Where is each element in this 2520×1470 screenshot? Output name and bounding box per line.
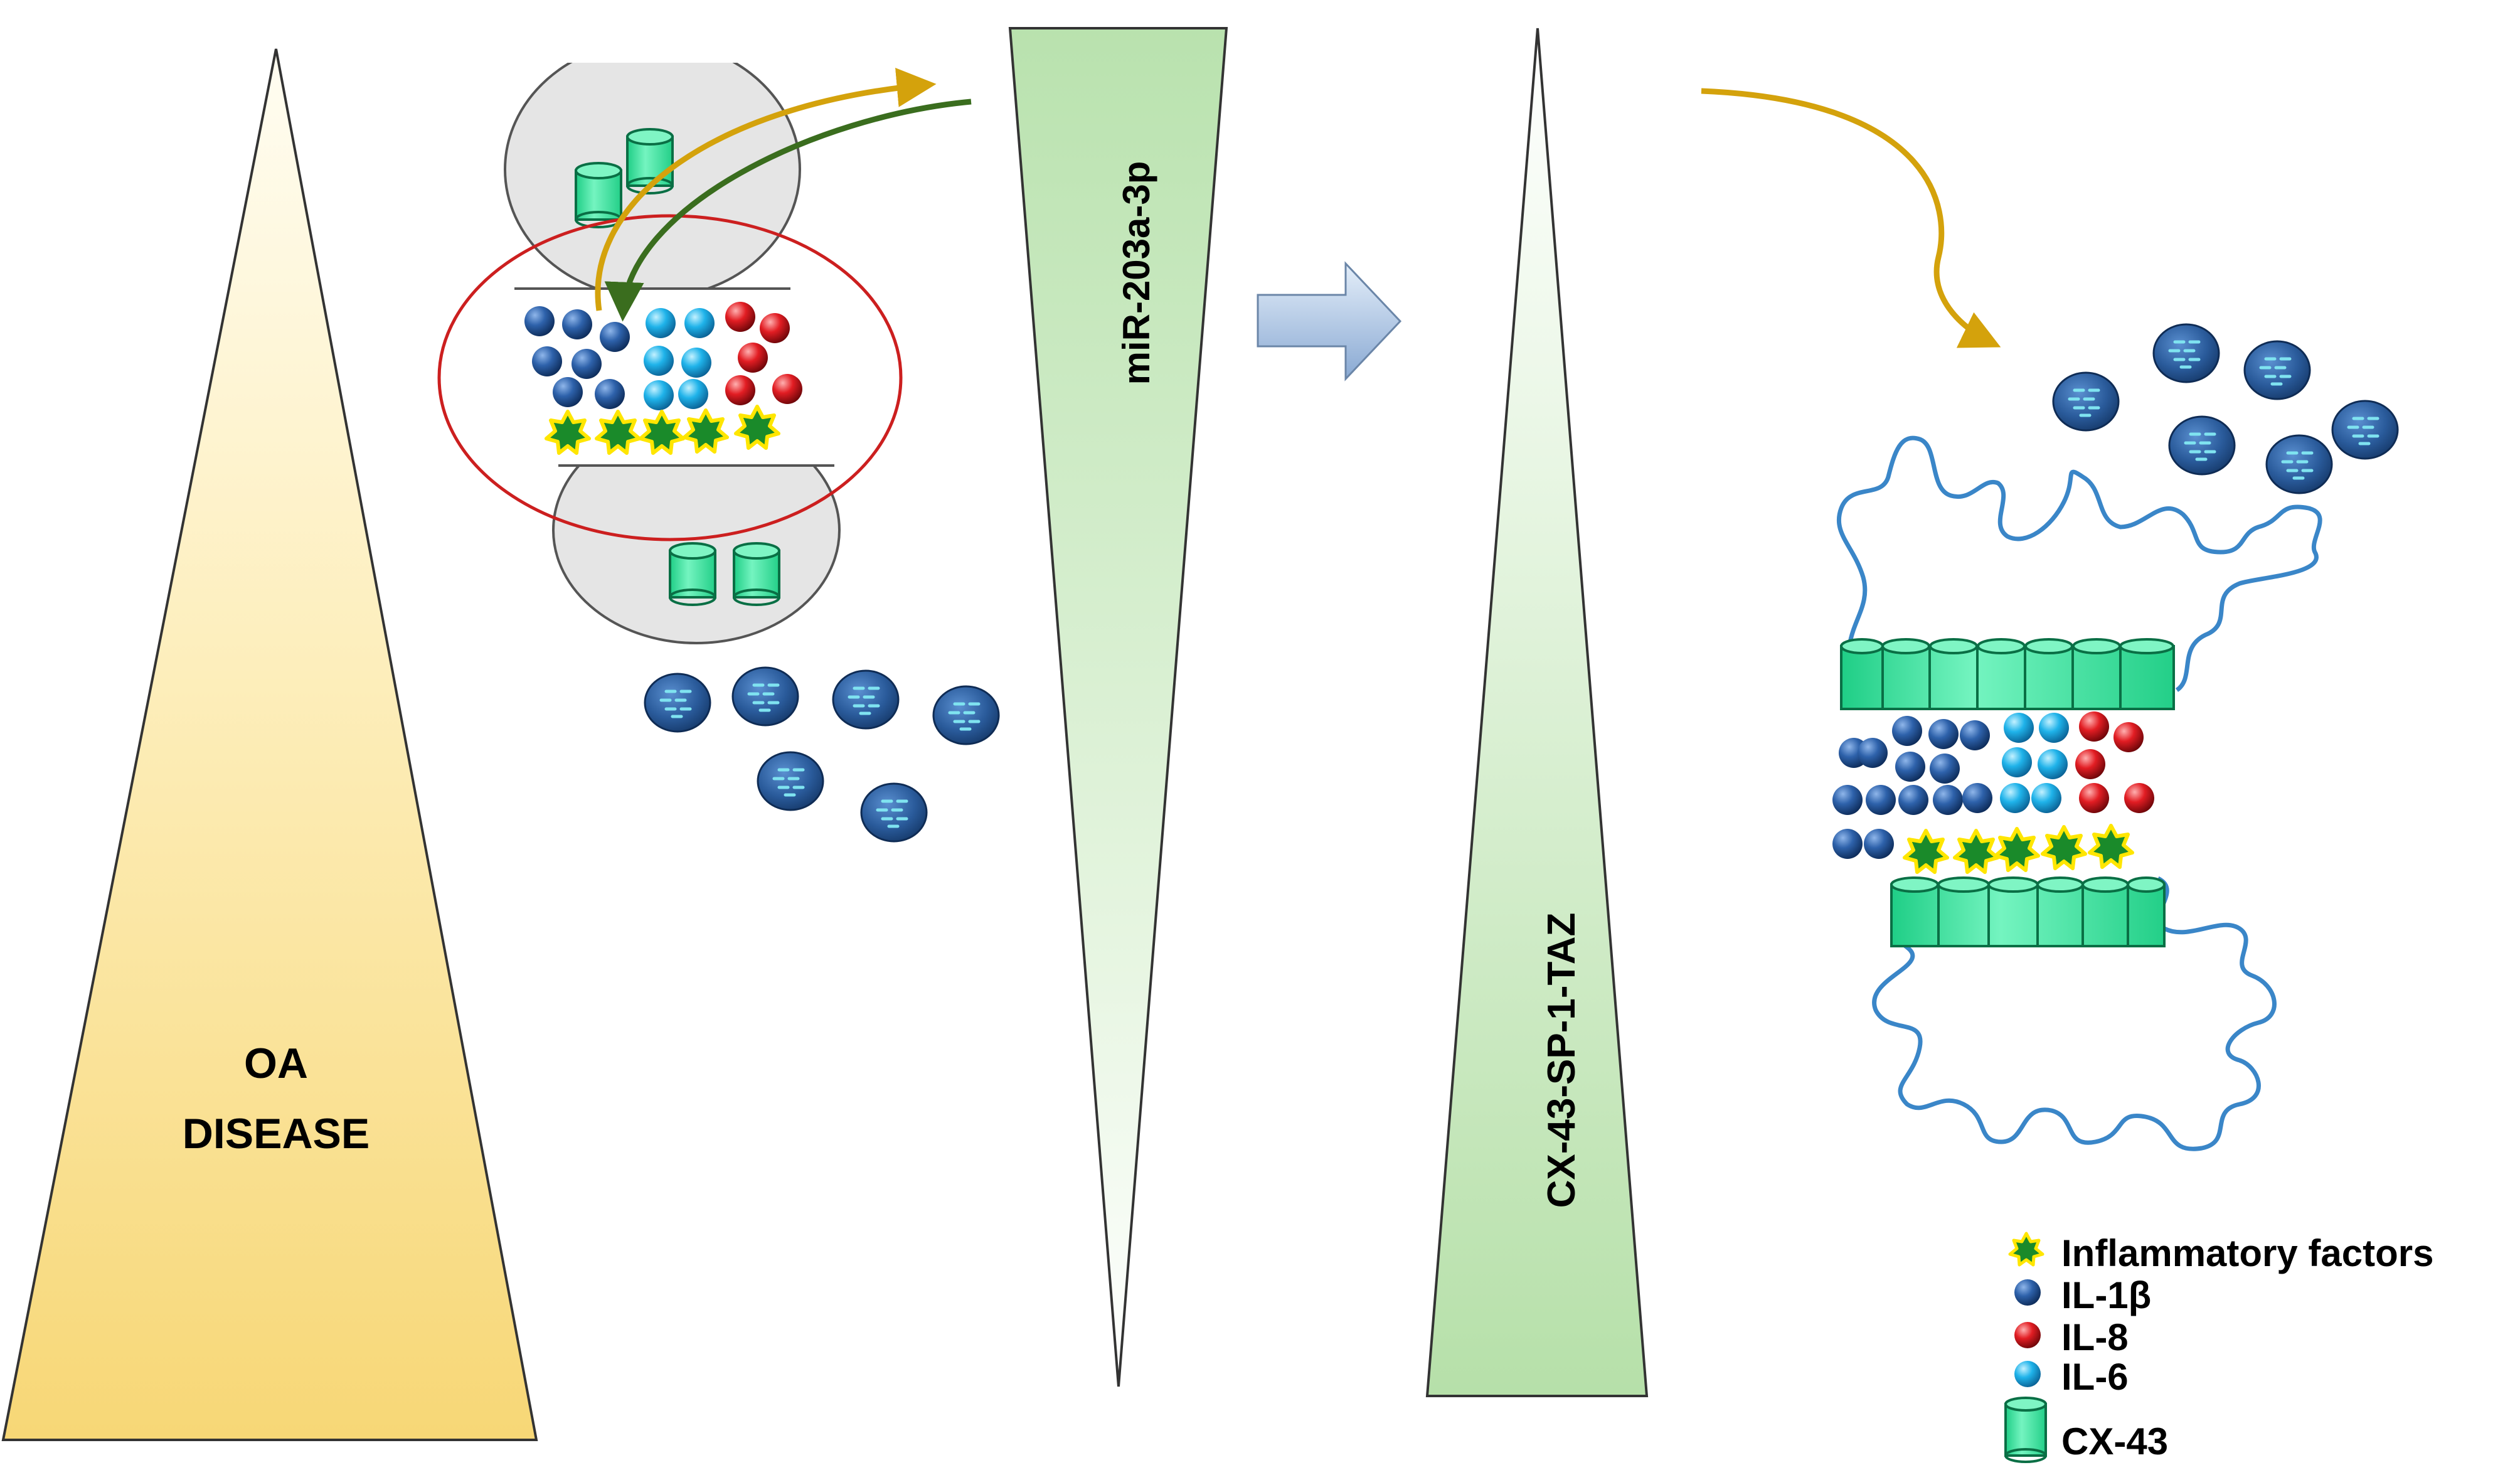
legend-item-il1b: IL-1β xyxy=(2014,1274,2151,1316)
vesicle xyxy=(861,784,927,841)
pathway-label: CX-43-SP-1-TAZ xyxy=(1540,913,1583,1208)
legend-item-il6: IL-6 xyxy=(2014,1356,2129,1398)
upper-cell-membrane xyxy=(1836,435,2322,692)
legend: Inflammatory factors IL-1β IL-8 IL-6 CX-… xyxy=(2004,1232,2434,1463)
oa-disease-triangle: OA DISEASE xyxy=(1,48,538,1441)
vesicle xyxy=(2332,401,2398,459)
legend-item-cx43: CX-43 xyxy=(2004,1397,2168,1463)
cx43-cylinder xyxy=(575,162,622,228)
vesicle xyxy=(933,686,999,744)
legend-il8-label: IL-8 xyxy=(2061,1316,2129,1358)
vesicle xyxy=(2169,417,2235,474)
oa-label: OA xyxy=(244,1040,308,1087)
highlight-ellipse xyxy=(437,214,903,541)
lower-cell xyxy=(552,464,841,644)
cx43-cylinder xyxy=(669,542,716,606)
legend-il6-label: IL-6 xyxy=(2061,1356,2129,1398)
legend-item-inflammatory: Inflammatory factors xyxy=(2008,1232,2434,1274)
block-arrow xyxy=(1257,261,1402,381)
cytokine-cluster-left xyxy=(524,302,802,410)
legend-item-il8: IL-8 xyxy=(2014,1316,2129,1358)
disease-label: DISEASE xyxy=(183,1110,370,1158)
mirna-triangle: miR-203a-3p xyxy=(1008,27,1228,1387)
cx43-channel-row-upper xyxy=(1840,638,2175,710)
mirna-label: miR-203a-3p xyxy=(1115,161,1157,385)
vesicle xyxy=(758,752,823,810)
green-arrow-from-mirna xyxy=(604,99,972,322)
cx43-channel-row-lower xyxy=(1890,876,2166,947)
vesicle-group-left xyxy=(645,668,999,841)
legend-inflammatory-label: Inflammatory factors xyxy=(2061,1232,2434,1274)
legend-il1b-label: IL-1β xyxy=(2061,1274,2151,1316)
cx43-cylinder xyxy=(733,542,780,606)
cx43-cylinder xyxy=(626,128,674,194)
legend-cx43-label: CX-43 xyxy=(2061,1420,2168,1462)
cytokine-cluster-right xyxy=(1832,711,2154,859)
pathway-triangle: CX-43-SP-1-TAZ xyxy=(1425,28,1649,1397)
vesicle xyxy=(733,668,798,725)
vesicle xyxy=(833,671,898,728)
inflammatory-factors-right xyxy=(1903,824,2134,874)
vesicle xyxy=(2053,373,2119,430)
vesicle-group-right xyxy=(2053,324,2398,493)
lower-cell-membrane xyxy=(1872,876,2277,1151)
vesicle xyxy=(645,674,710,732)
vesicle xyxy=(2154,324,2219,382)
upper-cell xyxy=(504,63,801,290)
gold-arrow-to-cell xyxy=(1701,88,2001,348)
gold-arrow-to-mirna xyxy=(595,68,937,311)
vesicle xyxy=(2267,435,2332,493)
vesicle xyxy=(2245,341,2310,399)
inflammatory-factors-left xyxy=(545,405,780,455)
